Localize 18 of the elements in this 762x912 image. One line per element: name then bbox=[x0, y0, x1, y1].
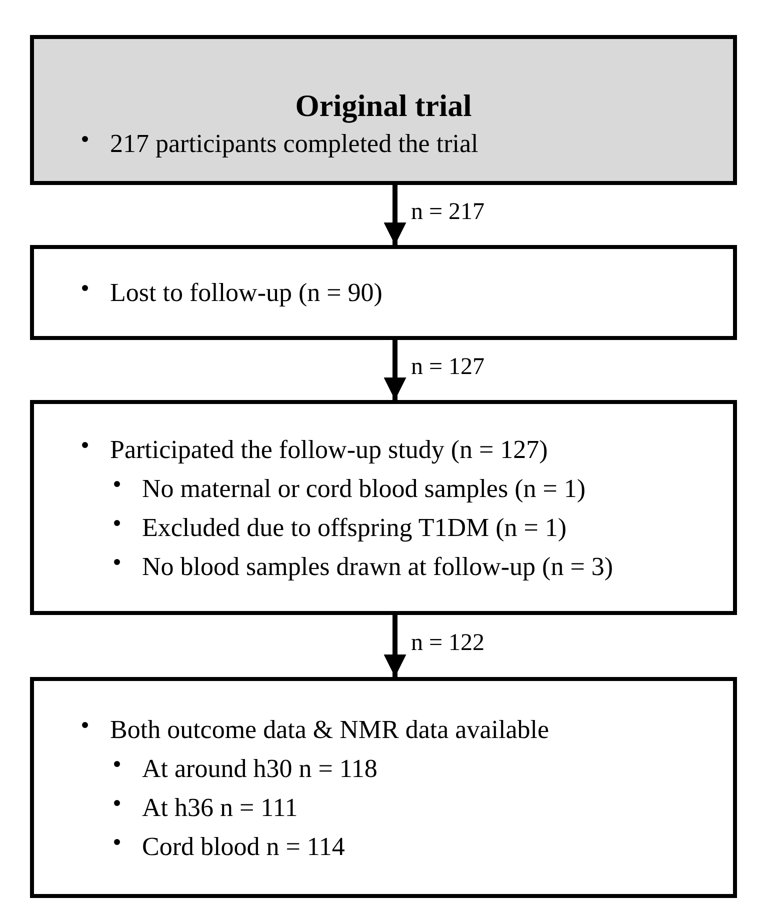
bullet-item: Lost to follow-up (n = 90) bbox=[82, 273, 382, 312]
bullet-item: No blood samples drawn at follow-up (n = 3) bbox=[114, 546, 614, 586]
process-box bbox=[30, 245, 737, 340]
bullet-item: At h36 n = 111 bbox=[114, 788, 298, 826]
box-heading: Original trial bbox=[294, 86, 473, 124]
bullet-item: No maternal or cord blood samples (n = 1) bbox=[114, 468, 586, 508]
process-box bbox=[30, 35, 737, 185]
arrow bbox=[384, 185, 406, 245]
arrow bbox=[384, 340, 406, 400]
bullet-item: 217 participants completed the trial bbox=[82, 124, 478, 164]
bullet-item: Cord blood n = 114 bbox=[114, 826, 345, 866]
bullet-item: Excluded due to offspring T1DM (n = 1) bbox=[114, 508, 567, 546]
bullet-item: Both outcome data & NMR data available bbox=[82, 710, 549, 748]
bullet-item: At around h30 n = 118 bbox=[114, 748, 378, 788]
arrow bbox=[384, 615, 406, 677]
process-box bbox=[30, 677, 737, 898]
bullet-item: Participated the follow-up study (n = 127) bbox=[82, 430, 548, 468]
process-box bbox=[30, 400, 737, 615]
